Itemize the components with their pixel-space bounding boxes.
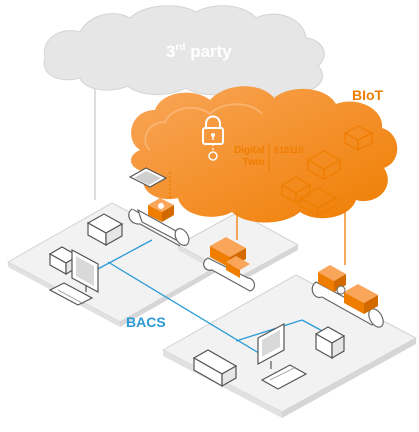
left-pipe-device <box>128 198 190 247</box>
monitor-icon <box>71 248 99 294</box>
right-monitor-icon <box>257 322 285 369</box>
right-keyboard-icon <box>260 364 308 390</box>
digital-twin-models <box>280 125 374 218</box>
third-party-label: 3rd party <box>166 42 232 61</box>
biot-label: BIoT <box>352 87 384 103</box>
biot-cloud <box>130 86 398 223</box>
cloud-to-platform-connectors <box>169 172 346 265</box>
padlock-icon <box>202 115 224 161</box>
third-party-cloud <box>43 5 325 97</box>
right-pipe-device <box>311 265 384 328</box>
keyboard-icon <box>48 282 94 306</box>
building-platform-right <box>161 274 418 418</box>
server-box-icon <box>86 213 124 247</box>
bacs-label: BACS <box>126 314 166 330</box>
middle-pipe-device <box>203 237 256 292</box>
right-server-box-icon <box>314 326 346 360</box>
binary-code-label: 010110 <box>274 145 304 155</box>
sensor-card-icon <box>128 167 168 188</box>
right-controller-box-icon <box>192 349 238 388</box>
